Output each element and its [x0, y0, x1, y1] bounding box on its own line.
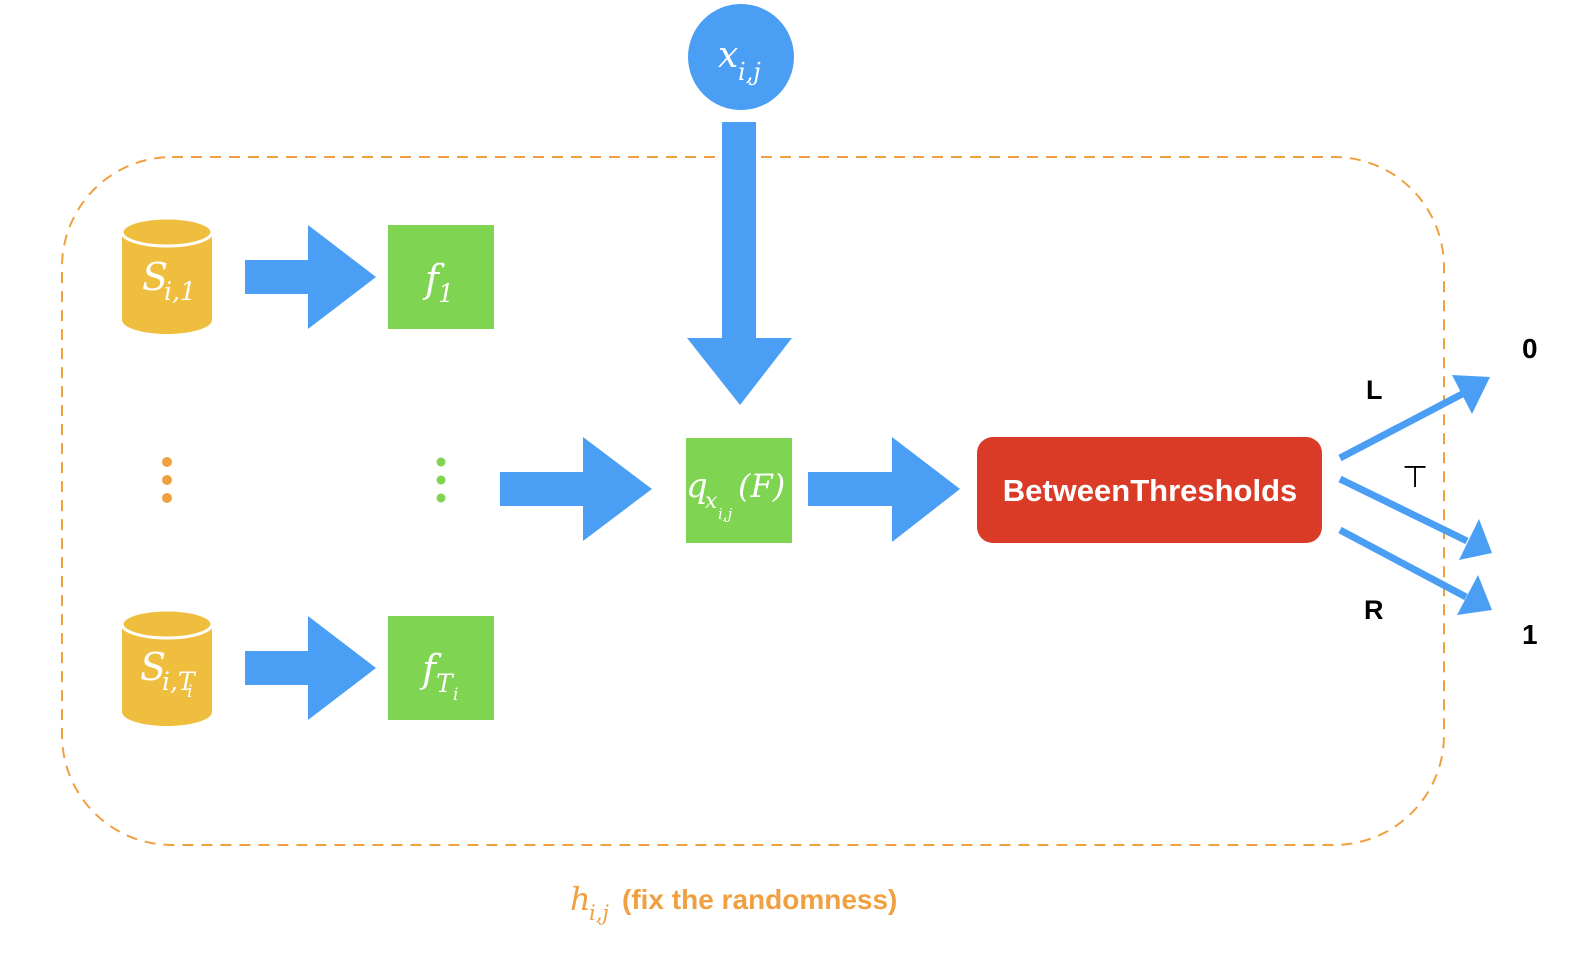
database-1-subscript: i,1 — [164, 277, 196, 306]
threshold-box: BetweenThresholds — [977, 437, 1322, 543]
branch-T-arrow — [1338, 475, 1492, 560]
input-subscript: i,j — [738, 58, 761, 86]
branch-L-label: L — [1366, 375, 1383, 405]
caption-subscript: i,j — [589, 901, 609, 925]
function-1-subscript: 1 — [438, 279, 454, 308]
input-node: x i,j — [688, 4, 794, 110]
function-T-subscript: T — [436, 669, 455, 698]
function-T-subsubscript: i — [453, 685, 458, 705]
database-cylinder-icon — [122, 232, 212, 334]
query-symbol: q — [686, 466, 708, 506]
caption-text: (fix the randomness) — [622, 884, 897, 915]
sample-database-T: S i,T i — [120, 608, 214, 726]
database-1-to-function-arrow — [245, 225, 376, 329]
function-box-1: f 1 — [388, 225, 494, 329]
branch-R-label: R — [1364, 595, 1384, 625]
vertical-ellipsis-icon — [162, 457, 172, 503]
query-box: q x i,j (F) — [686, 438, 792, 543]
function-box-T: f T i — [388, 616, 494, 720]
output-0-label: 0 — [1522, 333, 1538, 364]
threshold-box-label: BetweenThresholds — [1003, 473, 1298, 508]
query-subsubscript: i,j — [718, 505, 733, 523]
database-T-subsubscript: i — [187, 682, 192, 702]
sample-database-1: S i,1 — [120, 216, 214, 334]
query-subscript: x — [705, 489, 718, 514]
database-cylinder-icon — [122, 624, 212, 726]
region-caption: h i,j (fix the randomness) — [570, 880, 897, 925]
output-1-label: 1 — [1522, 619, 1538, 650]
database-T-subscript: i,T — [162, 667, 197, 696]
input-symbol: x — [718, 35, 738, 76]
branch-L-arrow — [1338, 375, 1490, 462]
branch-T-label: ⊤ — [1402, 461, 1428, 494]
database-1-symbol: S — [142, 255, 168, 299]
vertical-ellipsis-icon — [436, 457, 446, 503]
input-circle-icon — [688, 4, 794, 110]
query-to-threshold-arrow — [808, 437, 960, 542]
database-T-to-function-arrow — [245, 616, 376, 720]
input-to-query-arrow — [687, 122, 792, 405]
caption-symbol: h — [570, 880, 591, 918]
database-T-symbol: S — [140, 645, 166, 689]
functions-to-query-arrow — [500, 437, 652, 541]
query-argument: (F) — [738, 467, 785, 505]
branch-R-arrow — [1338, 526, 1492, 615]
